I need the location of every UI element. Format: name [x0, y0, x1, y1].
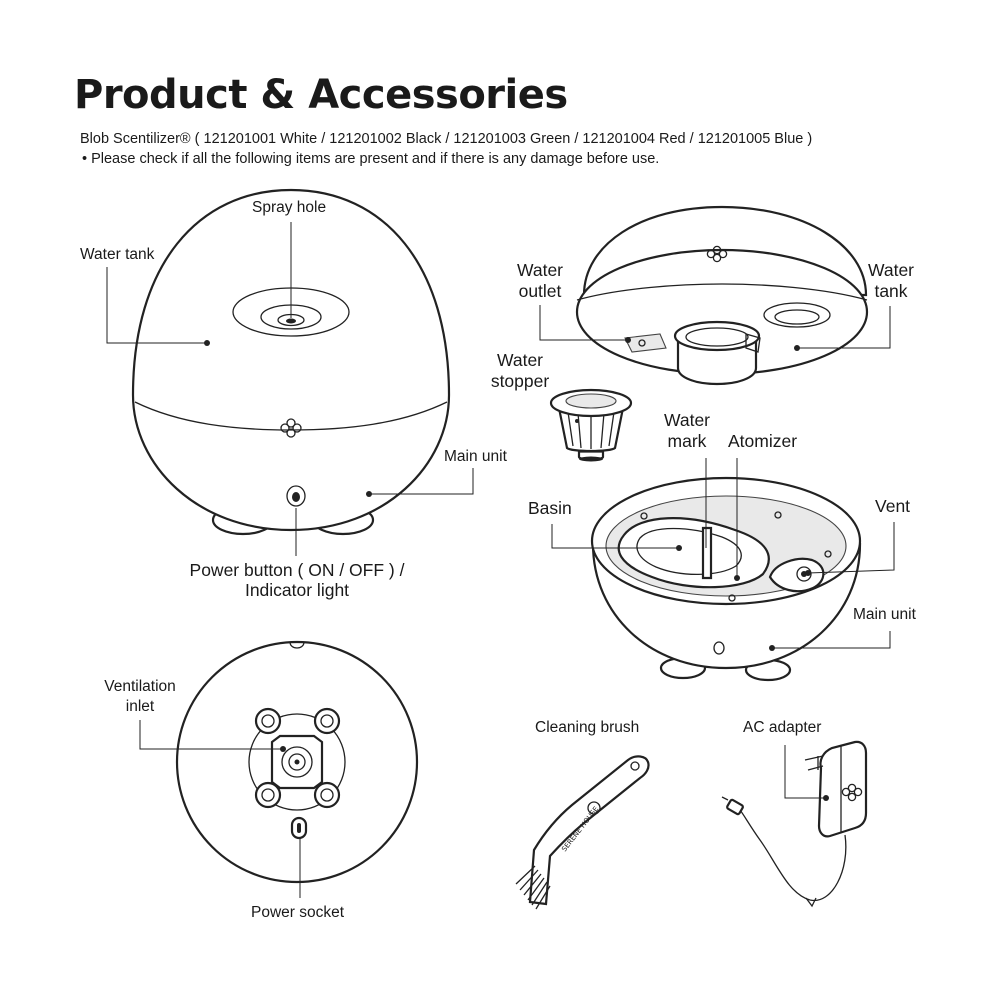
bottom-view — [139, 640, 419, 898]
product-models: Blob Scentilizer® ( 121201001 White / 12… — [80, 131, 813, 147]
label-ac-adapter: AC adapter — [743, 719, 822, 736]
label-water-stopper: Water stopper — [490, 350, 550, 391]
main-unit-open — [551, 458, 895, 682]
power-button-icon — [286, 485, 306, 507]
water-stopper — [549, 388, 633, 462]
label-spray-hole: Spray hole — [252, 199, 327, 216]
assembled-unit — [106, 188, 474, 556]
label-atomizer: Atomizer — [728, 431, 798, 451]
label-water-tank-right: Water tank — [867, 260, 915, 301]
label-main-unit: Main unit — [444, 448, 507, 465]
label-power-socket: Power socket — [251, 904, 345, 921]
vent-grille-icon — [281, 746, 313, 778]
label-cleaning-brush: Cleaning brush — [535, 719, 640, 736]
label-basin: Basin — [528, 498, 572, 518]
label-water-outlet: Water outlet — [516, 260, 564, 301]
ac-adapter — [721, 740, 868, 908]
label-power-button: Power button ( ON / OFF ) / Indicator li… — [189, 560, 405, 600]
cleaning-brush: SERENE HOUSE — [515, 755, 650, 910]
power-button-icon — [713, 641, 725, 655]
label-water-tank: Water tank — [80, 246, 155, 263]
logo-flower-icon — [280, 418, 302, 438]
logo-flower-icon — [706, 245, 728, 263]
check-note: • Please check if all the following item… — [82, 151, 660, 167]
label-main-unit-right: Main unit — [853, 606, 916, 623]
label-vent: Vent — [875, 496, 911, 516]
water-tank-underside — [539, 205, 891, 386]
page-title: Product & Accessories — [74, 72, 568, 118]
logo-flower-icon — [841, 783, 863, 802]
label-ventilation-inlet: Ventilation inlet — [104, 678, 176, 715]
label-water-mark: Water mark — [663, 410, 711, 451]
